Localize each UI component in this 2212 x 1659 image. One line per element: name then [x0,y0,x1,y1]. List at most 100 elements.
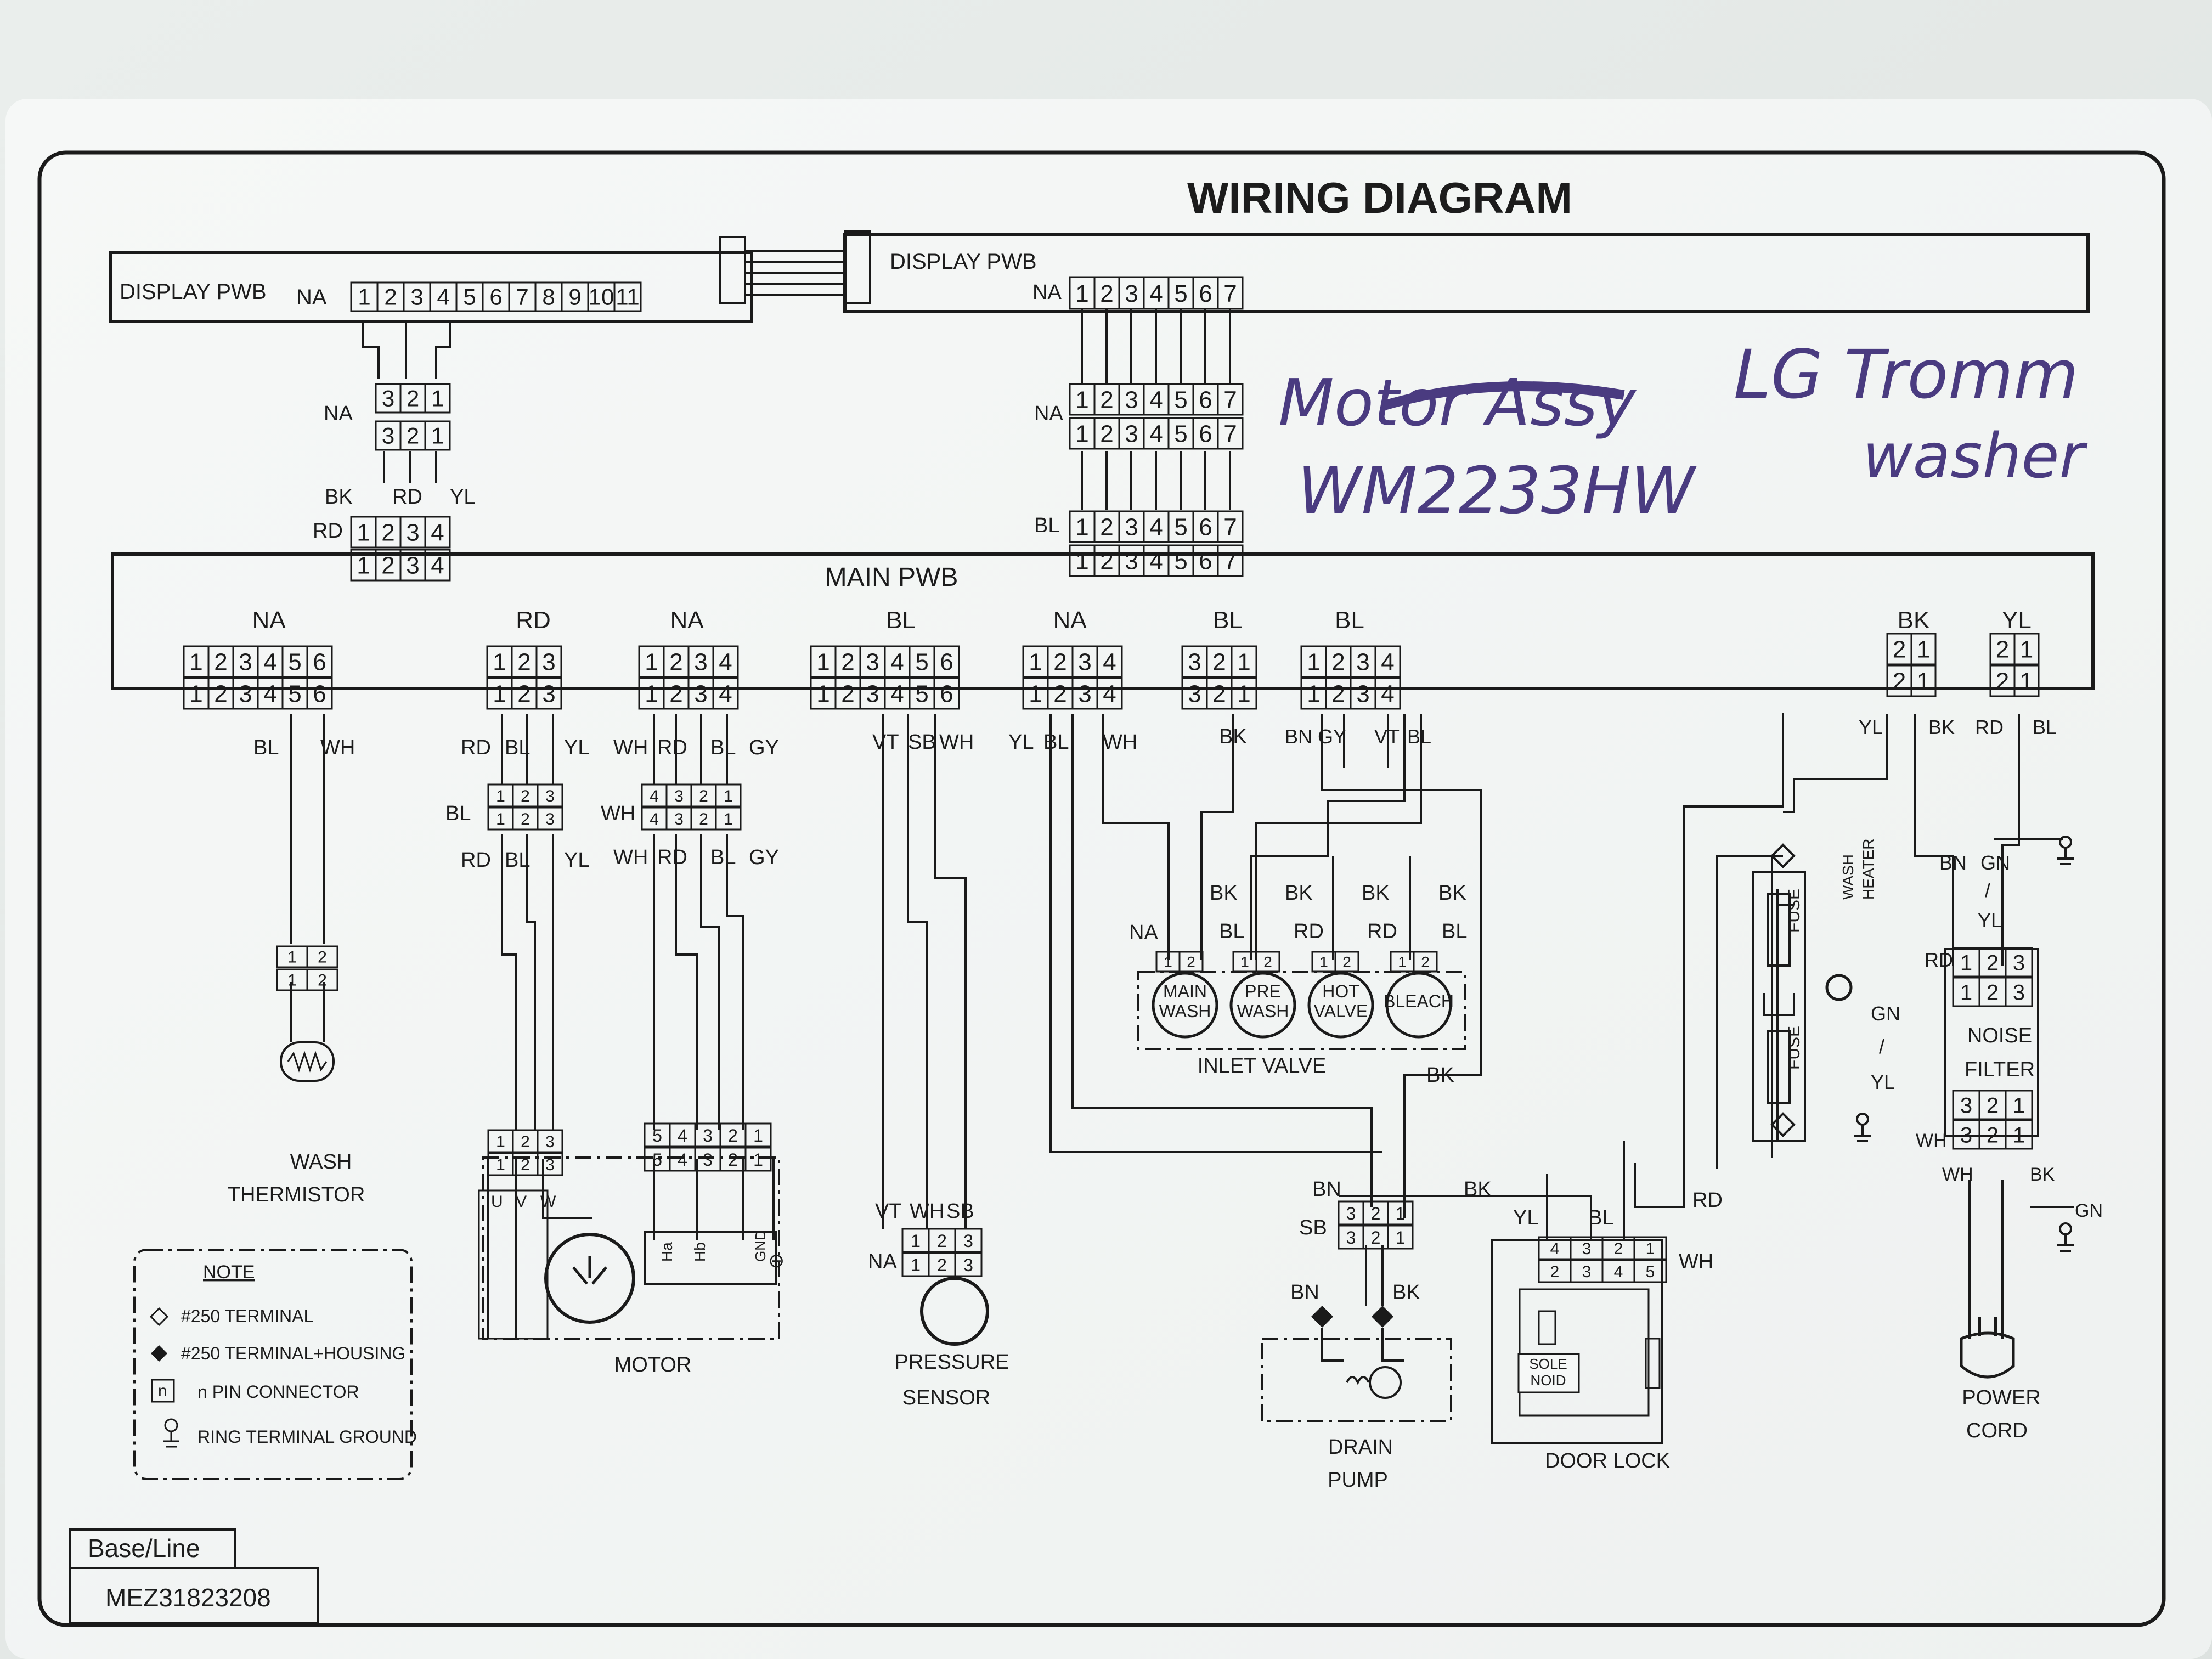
filter-a-wire-bl: BL [2033,716,2057,738]
main-connector-upper-pin: 6 [313,649,326,676]
motor-b-bottom-upper-pin: 3 [703,1126,713,1146]
main-connector-lower-pin: 5 [915,681,928,708]
thermistor-conn-upper-pin: 2 [318,949,327,967]
wash-heater: FUSE FUSE WASH HEATER [1752,839,1877,1142]
motor-a-mid-lower-pin: 3 [545,810,555,828]
part-number: MEZ31823208 [105,1583,271,1612]
doorlock-conn-lower-pin: 5 [1646,1263,1655,1281]
motor-b-wire-bl-2: BL [710,846,736,869]
right-relay-bl-upper-pin: 3 [1125,514,1138,541]
main-connector-upper-pin: 1 [645,649,658,676]
valve-terminal-2-pin: 2 [1263,953,1272,970]
heater-wire-gn-2: GN [1871,1002,1900,1025]
handwritten-strike: Motor Assy [1278,365,1637,441]
left-relay-lower-pin: 2 [407,423,419,449]
drain-pump-label-2: PUMP [1328,1469,1388,1492]
display-pwb-left-pin-pin: 4 [437,284,449,310]
main-connector-upper-pin: 1 [1917,636,1930,663]
sensor-bottom-vt: VT [875,1200,902,1223]
motor-b-mid-upper-pin: 3 [674,787,684,805]
valve-label: WASH [1237,1001,1289,1021]
main-connector-lower-pin: 2 [669,681,682,708]
left-relay-main-upper-pin: 2 [381,520,394,546]
thermistor-label-1: WASH [290,1150,352,1173]
motor-terminal-ground: ⊕ [768,1249,785,1272]
handwritten-washer: washer [1863,421,2087,492]
main-connector-lower-pin: 2 [1893,668,1906,695]
motor-a-bottom-lower-pin: 2 [521,1156,530,1174]
right-relay-bl-lower-pin: 1 [1075,548,1088,575]
valve-label: WASH [1159,1001,1211,1021]
motor-terminal-gnd: GND [752,1230,769,1262]
handwritten-brand: LG Tromm [1734,336,2079,414]
pump-conn-upper-pin: 3 [1346,1204,1356,1223]
main-connector-lower-pin: 3 [866,681,879,708]
inlet-valve-label: INLET VALVE [1198,1054,1326,1077]
main-connector-upper-pin: 4 [263,649,276,676]
display-pwb-left-tag: NA [296,285,327,309]
pump-conn-upper-pin: 2 [1371,1204,1381,1223]
valve-wire-bk-2: BK [1285,882,1313,905]
motor-b-wire-rd: RD [657,736,687,759]
noise-filter-label-1: NOISE [1967,1024,2032,1047]
motor-b-wire-bl: BL [710,736,736,759]
sensor-conn-lower-pin: 3 [963,1255,973,1275]
main-connector-upper-pin: 5 [915,649,928,676]
display-pwb-right-pin-pin: 3 [1125,280,1138,307]
motor-b-wire-gy-2: GY [749,846,779,869]
pump-wire-bk: BK [1392,1281,1420,1304]
display-pwb-right-pin-pin: 7 [1223,280,1237,307]
motor-b-bottom-upper-pin: 1 [753,1126,763,1146]
main-connector-upper-pin: 5 [288,649,301,676]
door-lock-label: DOOR LOCK [1545,1449,1670,1472]
ground-icons [1854,836,2074,1252]
main-connector-tag: BL [886,607,916,634]
motor-b-bottom-upper-pin: 4 [678,1126,687,1146]
heater-wire-bn: BN [1939,851,1967,874]
main-connector-lower-pin: 2 [214,681,227,708]
motor-a-wire-yl: YL [564,736,589,759]
valve-coil-icon [1229,972,1296,1039]
wire-bk-lower: BK [1426,1064,1454,1087]
pin-connector-icon [151,1379,175,1403]
main-connector-lower-pin: 3 [239,681,252,708]
main-connector-lower-pin: 1 [189,681,202,708]
main-connector-lower-pin: 4 [1381,681,1394,708]
left-relay-main-lower-pin: 1 [357,552,370,579]
pressure-sensor-label-1: PRESSURE [894,1351,1009,1374]
right-relay-upper-pin: 3 [1125,387,1138,414]
right-relay-bl-upper-pin: 5 [1174,514,1187,541]
main-connector-upper-pin: 6 [940,649,953,676]
pressure-sensor: PRESSURE SENSOR [894,1277,1009,1409]
note-item-3: n PIN CONNECTOR [198,1382,359,1402]
right-relay-lower-pin: 1 [1075,421,1088,448]
valve-terminal-3-pin: 2 [1342,953,1351,970]
main-connector-upper-pin: 2 [1893,636,1906,663]
main-connector-upper-pin: 3 [542,649,555,676]
pump-conn-lower-pin: 2 [1371,1228,1381,1248]
left-relay-wire-rd: RD [392,486,422,509]
valve-wire-bl-1: BL [1219,920,1244,943]
note-item-4: RING TERMINAL GROUND [198,1427,417,1447]
pump-wire-bn: BN [1290,1281,1319,1304]
main-connector-tag: BK [1898,607,1930,634]
right-relay-bl-upper-pin: 4 [1149,514,1163,541]
right-relay-bl-lower-pin: 3 [1125,548,1138,575]
handwritten-model: WM2233HW [1297,453,1697,528]
doorlock-conn-lower-pin: 4 [1614,1263,1623,1281]
doorlock-conn-upper-pin: 1 [1646,1240,1655,1258]
wash-heater-label-2: HEATER [1860,839,1877,900]
motor-b-bottom-lower-pin: 5 [652,1150,662,1170]
left-relay-main-upper-pin: 4 [431,520,444,546]
doorlock-conn-lower-pin: 3 [1582,1263,1592,1281]
power-cord-label-2: CORD [1966,1419,2028,1442]
solenoid-label-1: SOLE [1529,1356,1567,1372]
